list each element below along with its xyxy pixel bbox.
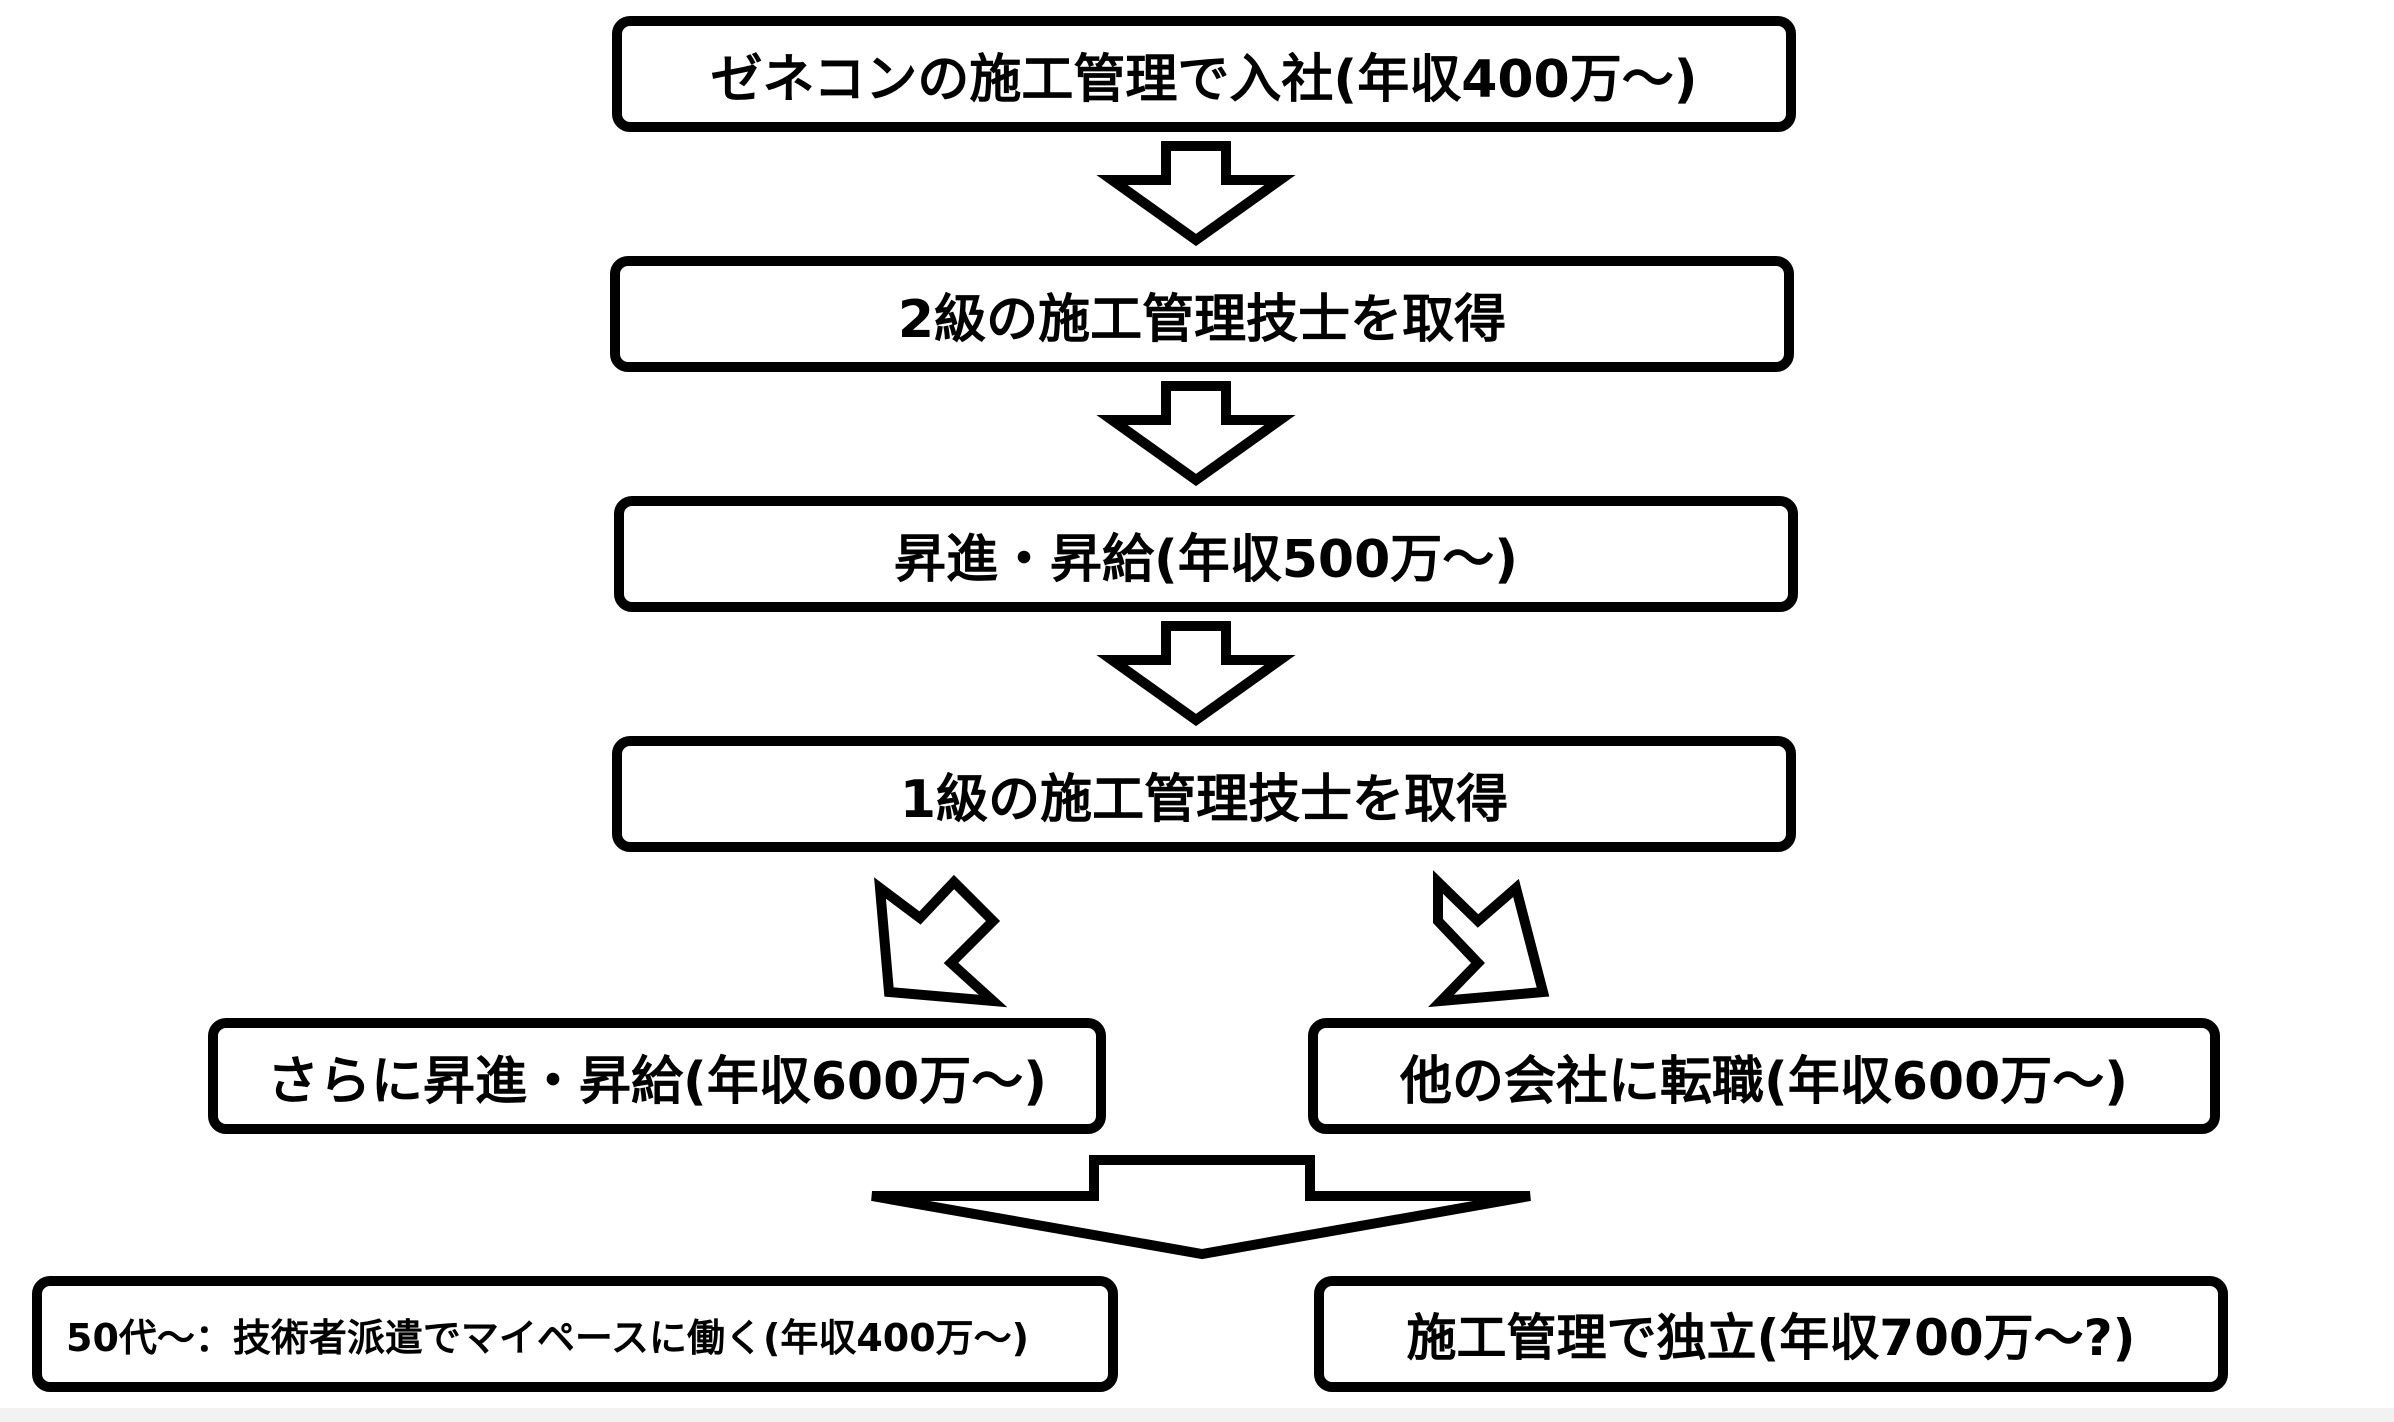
step-2-box: 2級の施工管理技士を取得 [610, 256, 1794, 372]
down-arrow-icon [1096, 621, 1296, 727]
outcome-left-label: 50代〜：技術者派遣でマイペースに働く(年収400万〜) [66, 1315, 1030, 1360]
step-4-label: 1級の施工管理技士を取得 [899, 769, 1509, 830]
step-3-box: 昇進・昇給(年収500万〜) [614, 496, 1798, 612]
down-right-arrow-icon [1428, 870, 1550, 1008]
down-left-arrow-icon [874, 874, 1008, 1008]
branch-right-box: 他の会社に転職(年収600万〜) [1308, 1018, 2220, 1134]
step-2-label: 2級の施工管理技士を取得 [897, 289, 1507, 350]
outcome-right-label: 施工管理で独立(年収700万〜?) [1406, 1309, 2136, 1367]
branch-right-label: 他の会社に転職(年収600万〜) [1399, 1051, 2129, 1112]
outcome-right-box: 施工管理で独立(年収700万〜?) [1314, 1276, 2228, 1392]
down-arrow-icon [1096, 381, 1296, 487]
step-1-box: ゼネコンの施工管理で入社(年収400万〜) [612, 16, 1796, 132]
outcome-left-box: 50代〜：技術者派遣でマイペースに働く(年収400万〜) [32, 1276, 1118, 1392]
branch-left-box: さらに昇進・昇給(年収600万〜) [208, 1018, 1106, 1134]
bottom-band [0, 1408, 2394, 1422]
branch-left-label: さらに昇進・昇給(年収600万〜) [266, 1051, 1048, 1112]
merge-arrow-icon [871, 1155, 1531, 1260]
step-3-label: 昇進・昇給(年収500万〜) [893, 529, 1519, 590]
down-arrow-icon [1096, 141, 1296, 247]
step-4-box: 1級の施工管理技士を取得 [612, 736, 1796, 852]
step-1-label: ゼネコンの施工管理で入社(年収400万〜) [710, 49, 1698, 110]
